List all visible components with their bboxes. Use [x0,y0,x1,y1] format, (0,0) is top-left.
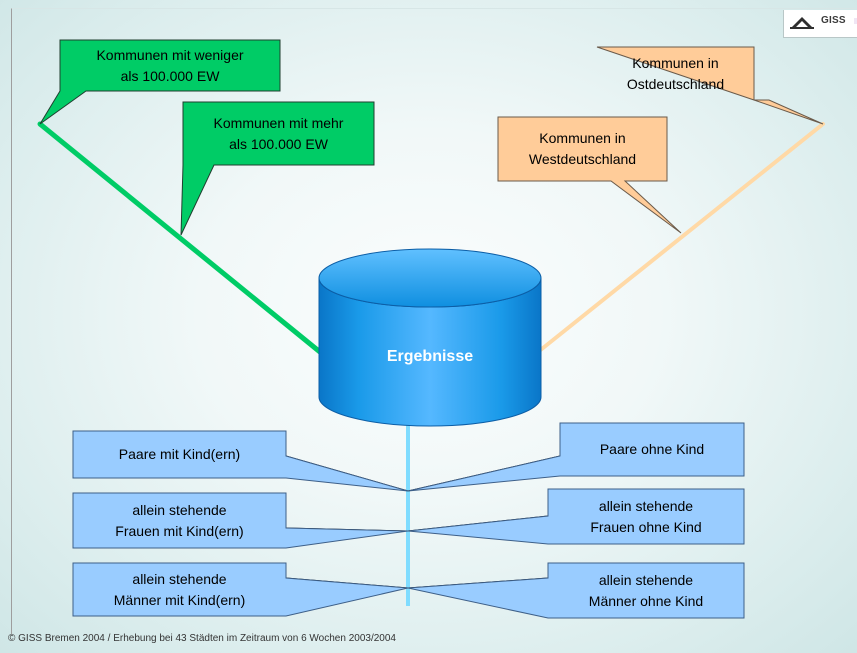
slide-frame [11,8,856,634]
callout-small-municipalities-shape [39,39,281,125]
results-cylinder [318,248,542,427]
callout-large-municipalities-shape [180,101,375,236]
callout-men-with-children-shape [72,562,409,617]
callout-east-shape [596,46,824,125]
house-roof-logo-icon [790,17,814,29]
small-municipalities-connector [37,121,323,355]
callout-pairs-without-children-shape [407,422,745,492]
logo-accent [854,18,857,24]
callout-men-without-children-shape [407,562,745,619]
logo-text: GISS [821,15,846,26]
west-east-connector [536,122,825,354]
callout-women-without-children-shape [407,488,745,545]
callout-pairs-with-children-shape [72,430,409,492]
giss-logo: GISS [783,10,857,38]
callout-west-shape [497,116,682,234]
callout-women-with-children-shape [72,492,409,549]
footer-text: © GISS Bremen 2004 / Erhebung bei 43 Stä… [8,633,396,644]
